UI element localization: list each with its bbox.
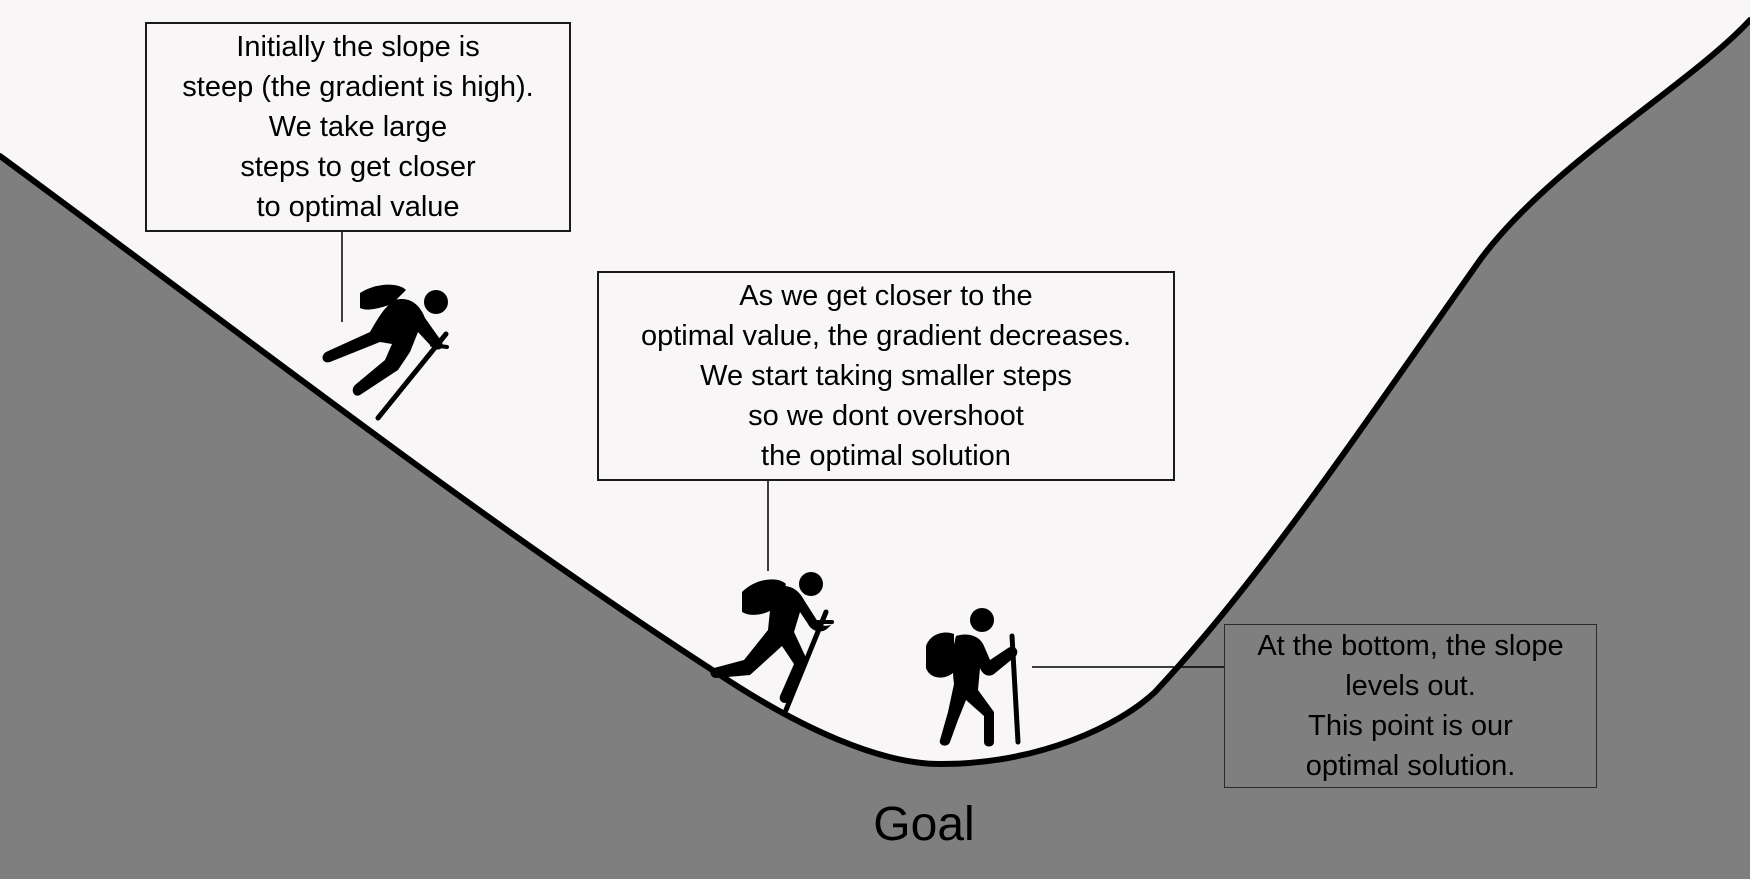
hiker-standing-icon (926, 608, 1021, 747)
valley-outline (0, 17, 1750, 767)
callout-gradient-decreases: As we get closer to the optimal value, t… (597, 271, 1175, 481)
callout-steep-slope: Initially the slope is steep (the gradie… (145, 22, 571, 232)
goal-label: Goal (873, 798, 975, 851)
callout-optimal-solution: At the bottom, the slope levels out. Thi… (1224, 624, 1597, 788)
hiker-descending-icon (710, 572, 834, 713)
hiker-descending-icon (322, 284, 449, 421)
